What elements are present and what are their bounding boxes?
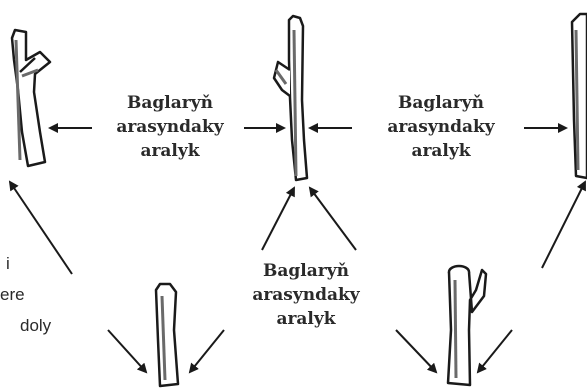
side-text-fragment: i ere doly (0, 248, 60, 341)
stick-top-center (274, 16, 307, 180)
arrow-down-to-bottom-left-a (108, 330, 146, 372)
arrow-down-to-bottom-right-a (396, 330, 436, 372)
stick-bottom-right (448, 266, 486, 385)
stick-bottom-left (156, 284, 178, 386)
label-spacing-bottom: Baglaryň arasyndaky aralyk (228, 259, 384, 331)
stick-top-left (12, 30, 50, 166)
label-spacing-right: Baglaryň arasyndaky aralyk (360, 91, 522, 163)
arrow-up-to-top-center-a (262, 188, 294, 250)
stick-top-right (572, 14, 587, 178)
arrow-up-to-top-right (542, 182, 585, 268)
arrow-down-to-bottom-left-b (190, 330, 224, 372)
label-spacing-left: Baglaryň arasyndaky aralyk (96, 91, 244, 163)
arrow-up-to-top-center-b (310, 188, 356, 250)
arrow-down-to-bottom-right-b (478, 330, 512, 372)
